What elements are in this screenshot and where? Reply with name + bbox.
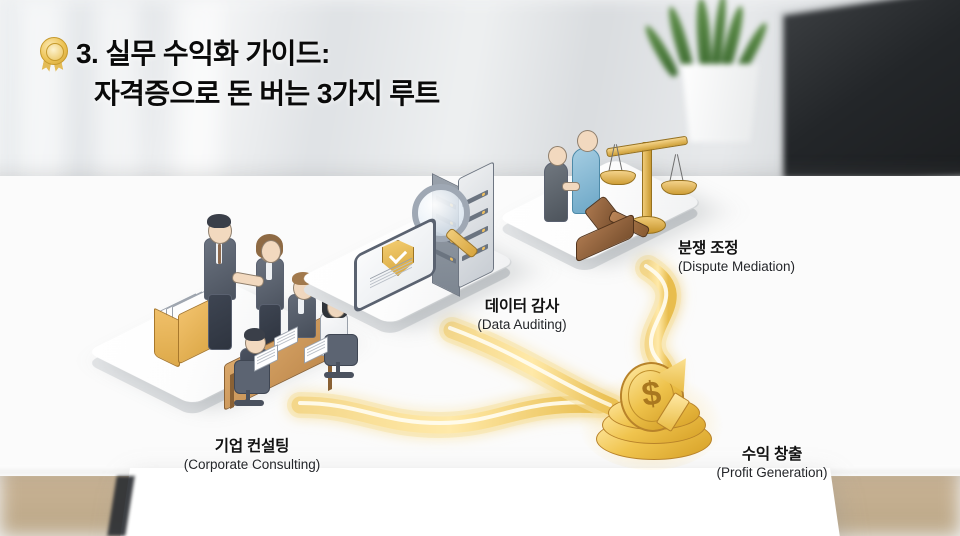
label-dispute-mediation: 분쟁 조정 (Dispute Mediation) xyxy=(600,240,840,276)
title-line-1: 3. 실무 수익화 가이드: xyxy=(38,34,440,74)
page-title: 3. 실무 수익화 가이드: 자격증으로 돈 버는 3가지 루트 xyxy=(38,34,440,114)
scene-corporate-consulting xyxy=(128,214,408,414)
label-ko: 수익 창출 xyxy=(741,446,803,463)
label-en: (Profit Generation) xyxy=(716,464,828,480)
medal-icon xyxy=(38,36,68,71)
label-data-auditing: 데이터 감사 (Data Auditing) xyxy=(432,298,612,334)
scene-data-auditing xyxy=(330,160,540,320)
label-ko: 기업 컨설팅 xyxy=(214,438,290,455)
label-corporate-consulting: 기업 컨설팅 (Corporate Consulting) xyxy=(152,438,352,474)
scene-profit-generation[interactable]: $ xyxy=(576,352,740,472)
label-ko: 데이터 감사 xyxy=(484,298,560,315)
title-text-1: 3. 실무 수익화 가이드: xyxy=(76,38,330,69)
handshake-icon xyxy=(562,182,580,191)
plant-pot xyxy=(681,64,759,142)
scene-dispute-mediation xyxy=(524,118,724,268)
label-profit-generation: 수익 창출 (Profit Generation) xyxy=(672,446,872,482)
title-text-2: 자격증으로 돈 버는 3가지 루트 xyxy=(94,77,440,109)
title-line-2: 자격증으로 돈 버는 3가지 루트 xyxy=(38,74,440,114)
label-ko: 분쟁 조정 xyxy=(678,240,739,257)
potted-plant xyxy=(641,0,780,142)
label-en: (Dispute Mediation) xyxy=(678,258,796,274)
label-en: (Corporate Consulting) xyxy=(183,456,321,472)
label-en: (Data Auditing) xyxy=(477,316,567,332)
